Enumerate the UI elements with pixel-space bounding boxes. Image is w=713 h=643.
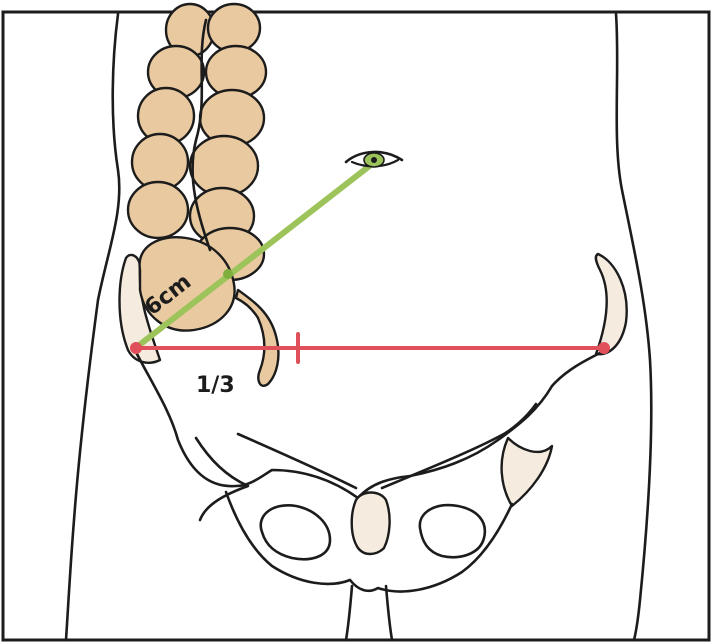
eye-icon [346, 152, 402, 167]
right-ilium-wing [502, 438, 552, 506]
lower-leg-gap-left [346, 586, 352, 640]
body-outline-left [66, 14, 119, 640]
left-ilium-wing [196, 438, 248, 520]
colon-segment [208, 4, 260, 52]
pubic-symphysis [352, 493, 390, 555]
reference-endpoint-right [598, 342, 610, 354]
colon-segment [128, 182, 188, 238]
fraction-label: 1/3 [196, 373, 235, 398]
lower-leg-gap-right [386, 586, 392, 640]
left-obturator [261, 505, 330, 559]
reference-endpoint-left [130, 342, 142, 354]
appendix [236, 290, 278, 386]
right-obturator [420, 505, 485, 557]
colon [128, 4, 266, 331]
right-iliac-crest [596, 254, 627, 354]
pointer-midpoint [223, 269, 233, 279]
